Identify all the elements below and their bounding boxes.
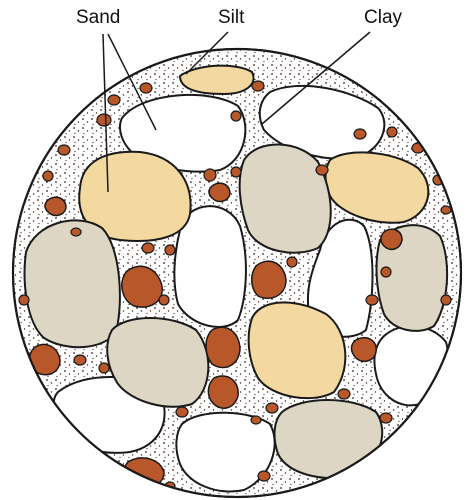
clay-ped xyxy=(366,295,378,305)
clay-ped xyxy=(354,129,366,139)
clay-aggregate xyxy=(208,376,238,408)
clay-ped xyxy=(204,169,216,181)
clay-ped xyxy=(231,167,241,177)
white-grain xyxy=(374,326,447,405)
clay-aggregate xyxy=(209,183,230,201)
clay-ped xyxy=(287,257,297,267)
clay-ped xyxy=(71,228,81,236)
clay-ped xyxy=(252,81,264,91)
clay-ped xyxy=(399,427,409,437)
clay-ped xyxy=(258,471,270,481)
clay-ped xyxy=(231,111,241,121)
clay-ped xyxy=(165,245,175,255)
clay-ped xyxy=(74,355,86,365)
sand-grain xyxy=(249,302,346,398)
clay-ped xyxy=(441,295,451,305)
clay-ped xyxy=(43,171,53,181)
clay-aggregate xyxy=(45,197,66,215)
clay-ped xyxy=(142,243,154,253)
clay-ped xyxy=(108,95,120,105)
clay-ped xyxy=(251,416,261,424)
silt-label: Silt xyxy=(218,7,245,28)
silt-grain xyxy=(240,144,331,252)
clay-ped xyxy=(316,165,328,175)
clay-ped xyxy=(176,407,188,417)
silt-grain xyxy=(275,400,383,478)
clay-aggregate xyxy=(206,327,240,367)
clay-ped xyxy=(338,389,350,399)
clay-ped xyxy=(19,295,29,305)
clay-ped xyxy=(441,206,451,214)
clay-aggregate xyxy=(381,229,402,249)
sand-label: Sand xyxy=(76,7,120,28)
clay-aggregate xyxy=(252,261,286,298)
clay-ped xyxy=(58,145,70,155)
clay-aggregate xyxy=(352,338,377,362)
clay-ped xyxy=(380,413,392,423)
clay-ped xyxy=(381,267,391,277)
silt-grain xyxy=(25,220,120,347)
clay-ped xyxy=(266,403,278,413)
clay-ped xyxy=(99,363,109,373)
clay-ped xyxy=(159,295,169,305)
clay-ped xyxy=(97,114,111,126)
clay-ped xyxy=(140,83,152,93)
clay-label: Clay xyxy=(364,7,403,28)
clay-ped xyxy=(387,127,397,137)
